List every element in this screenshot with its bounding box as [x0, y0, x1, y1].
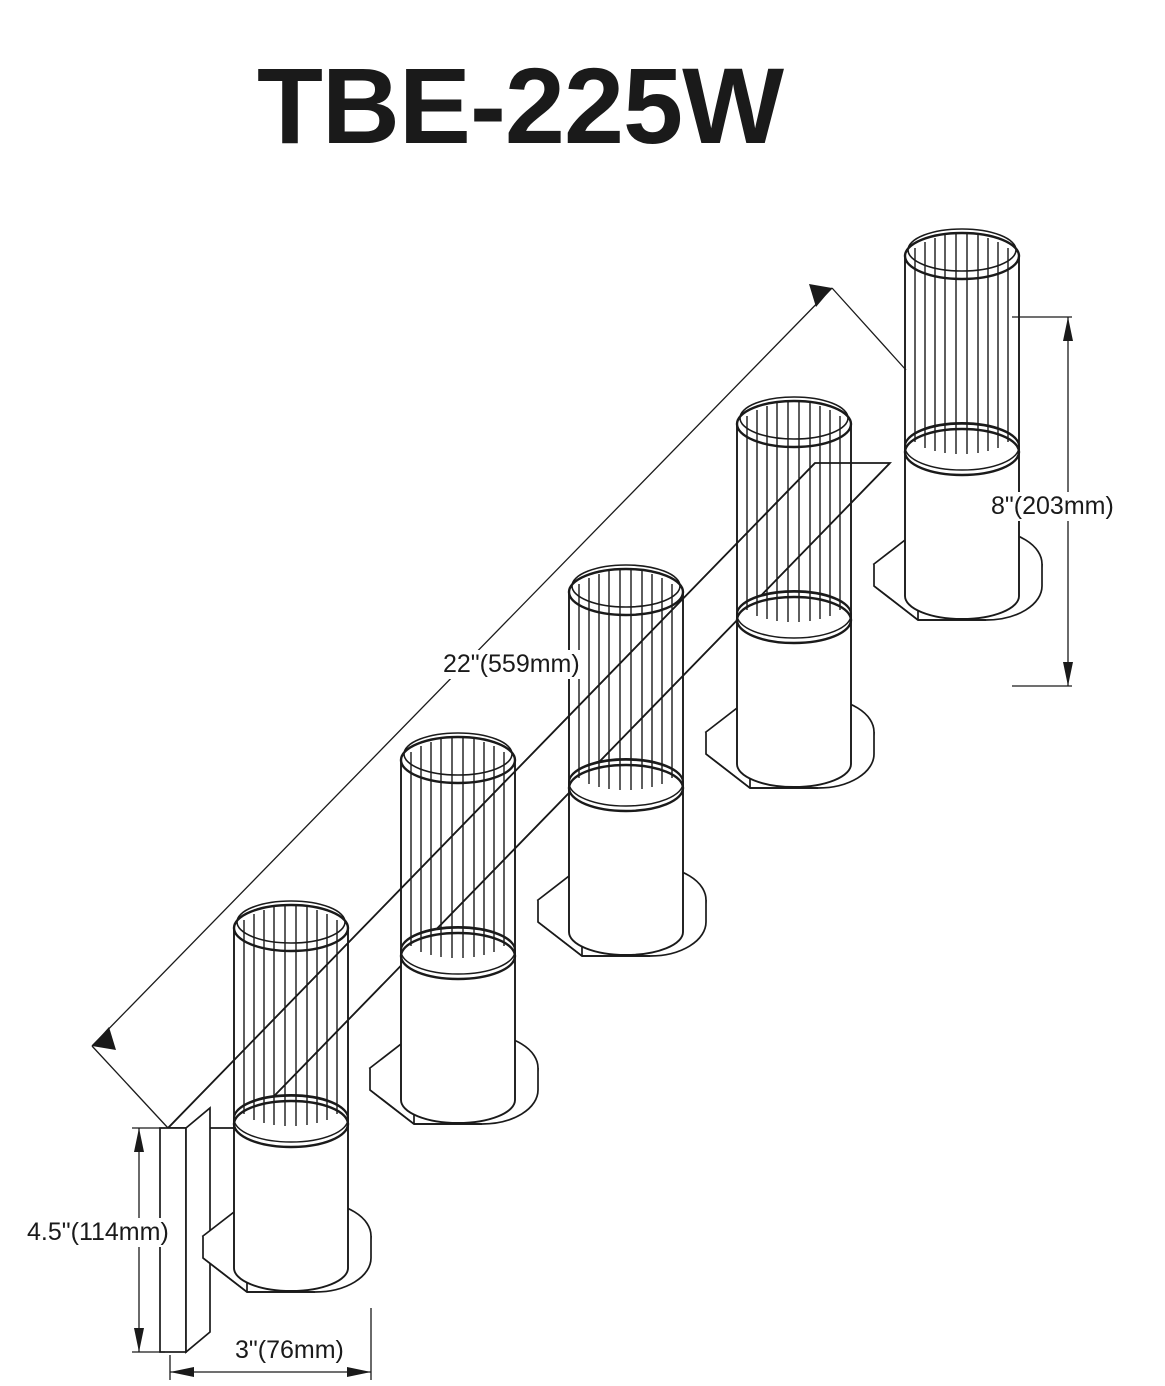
- dimension-label-height: 8"(203mm): [988, 492, 1117, 521]
- dimension-label-base: 3"(76mm): [232, 1336, 347, 1365]
- dimension-base: [169, 1308, 372, 1380]
- wall-backplate: [159, 1106, 211, 1354]
- page-title: TBE-225W: [256, 45, 784, 166]
- dimension-label-width: 22"(559mm): [440, 650, 583, 679]
- mounting-bar: [165, 462, 893, 1129]
- light-fixture-5: [873, 227, 1043, 621]
- dimension-label-depth: 4.5"(114mm): [24, 1218, 172, 1247]
